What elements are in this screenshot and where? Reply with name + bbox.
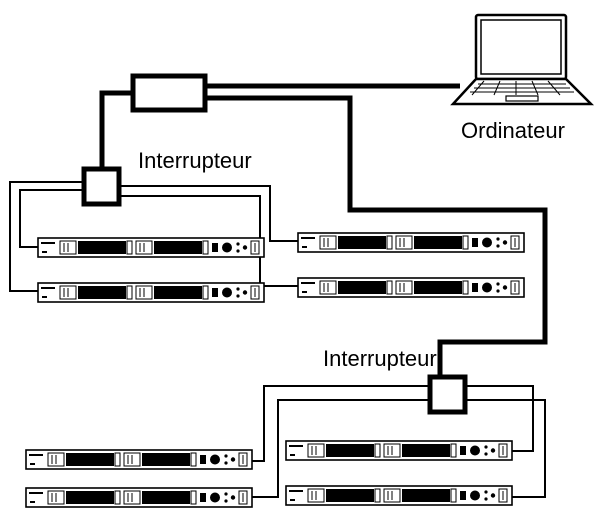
cable-hub-to-lower-switch — [205, 95, 548, 377]
rack-receiver-icon — [297, 277, 525, 298]
switch-bottom-label: Interrupteur — [323, 346, 437, 371]
rack-receiver-icon — [25, 449, 253, 470]
switch-top-box — [81, 166, 122, 207]
thick-cables — [99, 83, 548, 377]
laptop-icon — [450, 13, 595, 106]
upper-switch-cables — [9, 181, 300, 292]
receivers-top-group — [37, 232, 525, 303]
switch-top-label: Interrupteur — [138, 148, 252, 173]
network-hub — [130, 73, 208, 113]
switch-bottom-box — [427, 374, 468, 415]
rack-receiver-icon — [25, 487, 253, 508]
rack-receiver-icon — [285, 440, 513, 461]
computer-label: Ordinateur — [461, 118, 565, 143]
rack-receiver-icon — [37, 237, 265, 258]
rack-receiver-icon — [297, 232, 525, 253]
rack-receiver-icon — [37, 282, 265, 303]
cable-switch-to-hub — [99, 90, 133, 169]
rack-receiver-icon — [285, 485, 513, 506]
